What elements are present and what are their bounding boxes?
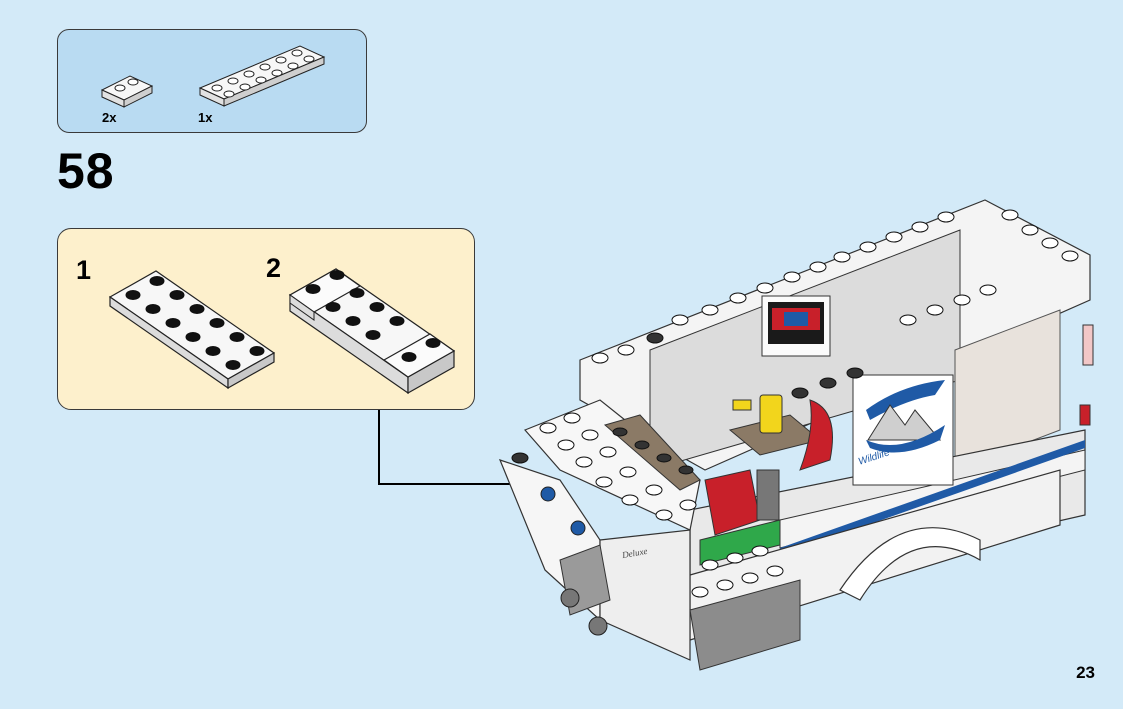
camper-model — [498, 199, 1094, 671]
sub-step-label: 1 — [76, 255, 92, 285]
plate-1x2-icon — [100, 75, 154, 108]
plate-2x6-icon — [198, 45, 326, 107]
parts-list-box: 2x 1x — [57, 29, 367, 133]
sub-step-label: 2 — [266, 253, 282, 283]
part-quantity: 2x — [102, 110, 117, 125]
step-number: 58 — [57, 143, 115, 199]
sub-step-1-plate-icon — [108, 270, 276, 390]
sub-assembly-box: 1 2 — [57, 228, 475, 410]
sub-assembly-illustrations — [108, 268, 456, 395]
page-number: 23 — [1076, 663, 1095, 682]
part-quantity: 1x — [198, 110, 213, 125]
sub-step-2-plate-icon — [288, 268, 456, 395]
parts-illustrations — [100, 45, 326, 108]
